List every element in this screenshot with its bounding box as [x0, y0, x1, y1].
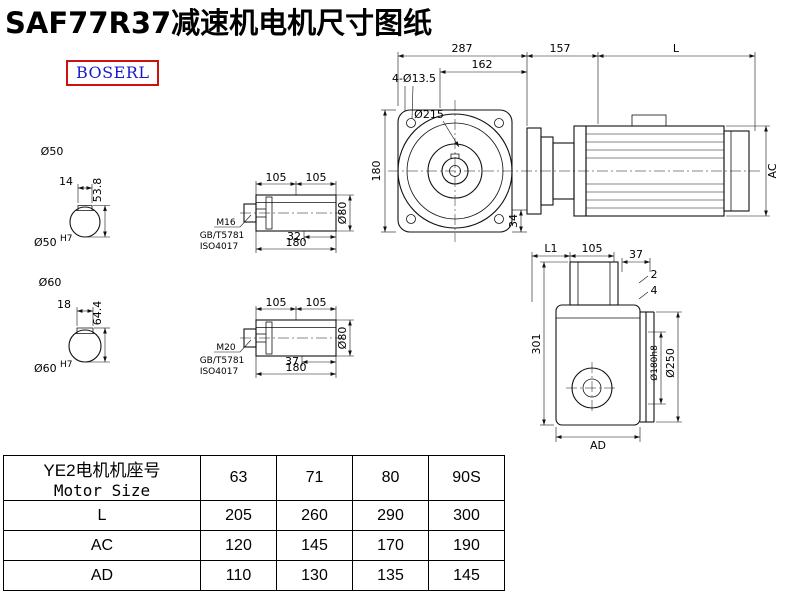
label-stub2-std1: GB/T5781: [200, 356, 245, 366]
dim-key-depth-50: 53.8: [91, 178, 104, 203]
cell-AD-1: 130: [276, 560, 353, 591]
bolt-hole: [494, 118, 504, 128]
front-view: 287 162 4-Ø13.5 Ø215 180 34: [370, 42, 762, 242]
label-stub2-std2: ISO4017: [200, 367, 238, 377]
dim-rear-2: 2: [651, 268, 658, 281]
dim-stub2-seg2: 105: [306, 296, 327, 309]
shaft-stub-m16: 105 105 32 180 Ø80 M16 GB/T5781 ISO4017: [200, 171, 354, 253]
cell-L-3: 300: [428, 500, 505, 531]
cell-AC-1: 145: [276, 530, 353, 561]
motor-size-63: 63: [200, 455, 277, 501]
dim-housing-length: 157: [550, 42, 571, 55]
technical-drawing: 14 53.8 Ø50 Ø50 H7 18 64.4 Ø60 Ø60 H7: [34, 42, 779, 452]
label-bolt-holes: 4-Ø13.5: [392, 72, 436, 85]
shaft-50-circle: [69, 206, 101, 238]
side-view-motor: 157 L AC: [526, 42, 779, 217]
dim-front-height: 180: [370, 161, 383, 182]
logo-text: BOSERL: [76, 63, 150, 82]
dim-stub1-seg2: 105: [306, 171, 327, 184]
shaft-60-circle: [68, 329, 102, 363]
dim-rear-flange-250: Ø250: [664, 348, 677, 378]
shaft-section-50: 14 53.8 Ø50 Ø50 H7: [34, 145, 110, 249]
dim-stub2-thread: 37: [285, 355, 299, 368]
label-stub2-bolt: M20: [216, 343, 235, 353]
rear-view: L1 105 37 2 4 301 Ø180h8 Ø250 AD: [530, 242, 682, 452]
label-bore-60: Ø60: [34, 362, 57, 375]
dim-rear-spigot-180: Ø180h8: [649, 345, 660, 381]
bolt-hole: [494, 214, 504, 224]
row-label-AC: AC: [3, 530, 201, 561]
dim-stub1-dia: Ø80: [336, 202, 349, 225]
dim-front-width: 287: [452, 42, 473, 55]
dim-rear-37: 37: [629, 248, 643, 261]
motor-size-80: 80: [352, 455, 429, 501]
dim-stub1-seg1: 105: [266, 171, 287, 184]
label-bore-50-tol: H7: [60, 234, 73, 244]
shaft-stub-m20: 105 105 37 180 Ø80 M20 GB/T5781 ISO4017: [200, 296, 354, 378]
label-bore-50: Ø50: [34, 236, 57, 249]
table-header-motor-size: YE2电机机座号 Motor Size: [3, 455, 201, 501]
table-header-cn: YE2电机机座号: [43, 461, 161, 480]
cell-AC-0: 120: [200, 530, 277, 561]
label-dia-60: Ø60: [39, 276, 62, 289]
dim-rear-4: 4: [651, 284, 658, 297]
page-title: SAF77R37减速机电机尺寸图纸: [5, 6, 433, 40]
motor-size-71: 71: [276, 455, 353, 501]
label-bore-60-tol: H7: [60, 360, 73, 370]
fan-cover: [723, 130, 750, 212]
label-stub1-std2: ISO4017: [200, 242, 238, 252]
row-label-L: L: [3, 500, 201, 531]
cell-L-0: 205: [200, 500, 277, 531]
row-label-AD: AD: [3, 560, 201, 591]
table-row-AD: AD 110 130 135 145: [3, 560, 505, 591]
dim-front-width2: 162: [472, 58, 493, 71]
dim-key-depth-60: 64.4: [91, 301, 104, 326]
dim-rear-height-301: 301: [530, 334, 543, 355]
dim-stub2-total: 180: [286, 361, 307, 374]
motor-size-90s: 90S: [428, 455, 505, 501]
motor-lifting-lug: [631, 114, 667, 127]
bolt-hole: [406, 118, 416, 128]
shaft-section-60: 18 64.4 Ø60 Ø60 H7: [34, 276, 110, 375]
cell-L-2: 290: [352, 500, 429, 531]
table-row-AC: AC 120 145 170 190: [3, 530, 505, 561]
dim-front-foot: 34: [507, 214, 520, 228]
dim-motor-dia-AC: AC: [766, 163, 779, 178]
table-header-row: YE2电机机座号 Motor Size 63 71 80 90S: [3, 455, 505, 501]
dim-stub1-total: 180: [286, 236, 307, 249]
cell-L-1: 260: [276, 500, 353, 531]
dim-rear-width-AD: AD: [590, 439, 606, 452]
dim-rear-105: 105: [582, 242, 603, 255]
cell-AD-2: 135: [352, 560, 429, 591]
logo-boserl: BOSERL: [66, 60, 160, 86]
label-stub1-bolt: M16: [216, 218, 235, 228]
cell-AD-3: 145: [428, 560, 505, 591]
cell-AD-0: 110: [200, 560, 277, 591]
cell-AC-3: 190: [428, 530, 505, 561]
label-stub1-std1: GB/T5781: [200, 231, 245, 241]
dim-stub2-dia: Ø80: [336, 327, 349, 350]
gearcase-body: [555, 304, 641, 426]
label-dia-50: Ø50: [41, 145, 64, 158]
dim-motor-length-L: L: [673, 42, 680, 55]
bolt-hole: [406, 214, 416, 224]
dim-stub1-thread: 32: [287, 230, 301, 243]
dim-rear-L1: L1: [544, 242, 557, 255]
table-row-L: L 205 260 290 300: [3, 500, 505, 531]
dim-stub2-seg1: 105: [266, 296, 287, 309]
label-flange-dia: Ø215: [414, 108, 444, 121]
motor-size-table: YE2电机机座号 Motor Size 63 71 80 90S L 205 2…: [3, 455, 505, 591]
dim-key-width-60: 18: [57, 298, 71, 311]
dim-key-width-50: 14: [59, 175, 73, 188]
cell-AC-2: 170: [352, 530, 429, 561]
table-header-en: Motor Size: [53, 481, 151, 500]
